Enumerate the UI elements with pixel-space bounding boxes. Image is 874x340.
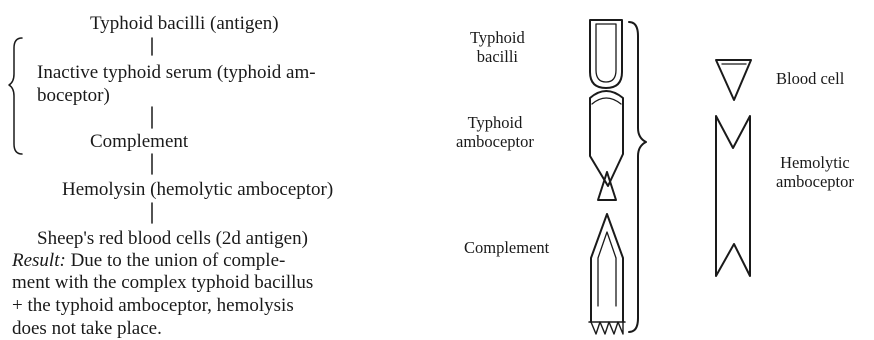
chain-brace <box>9 38 22 154</box>
bacilli-shape <box>590 20 622 88</box>
hemolytic-amboceptor-shape <box>716 116 750 276</box>
amboceptor-top-arc <box>592 98 621 104</box>
complement-inner-arrow <box>598 232 616 306</box>
bacilli-inner <box>596 24 616 82</box>
blood-cell-shape <box>716 60 751 100</box>
complement-arrow-2 <box>591 214 623 322</box>
group-brace <box>629 22 646 332</box>
complement-comb <box>591 322 623 334</box>
